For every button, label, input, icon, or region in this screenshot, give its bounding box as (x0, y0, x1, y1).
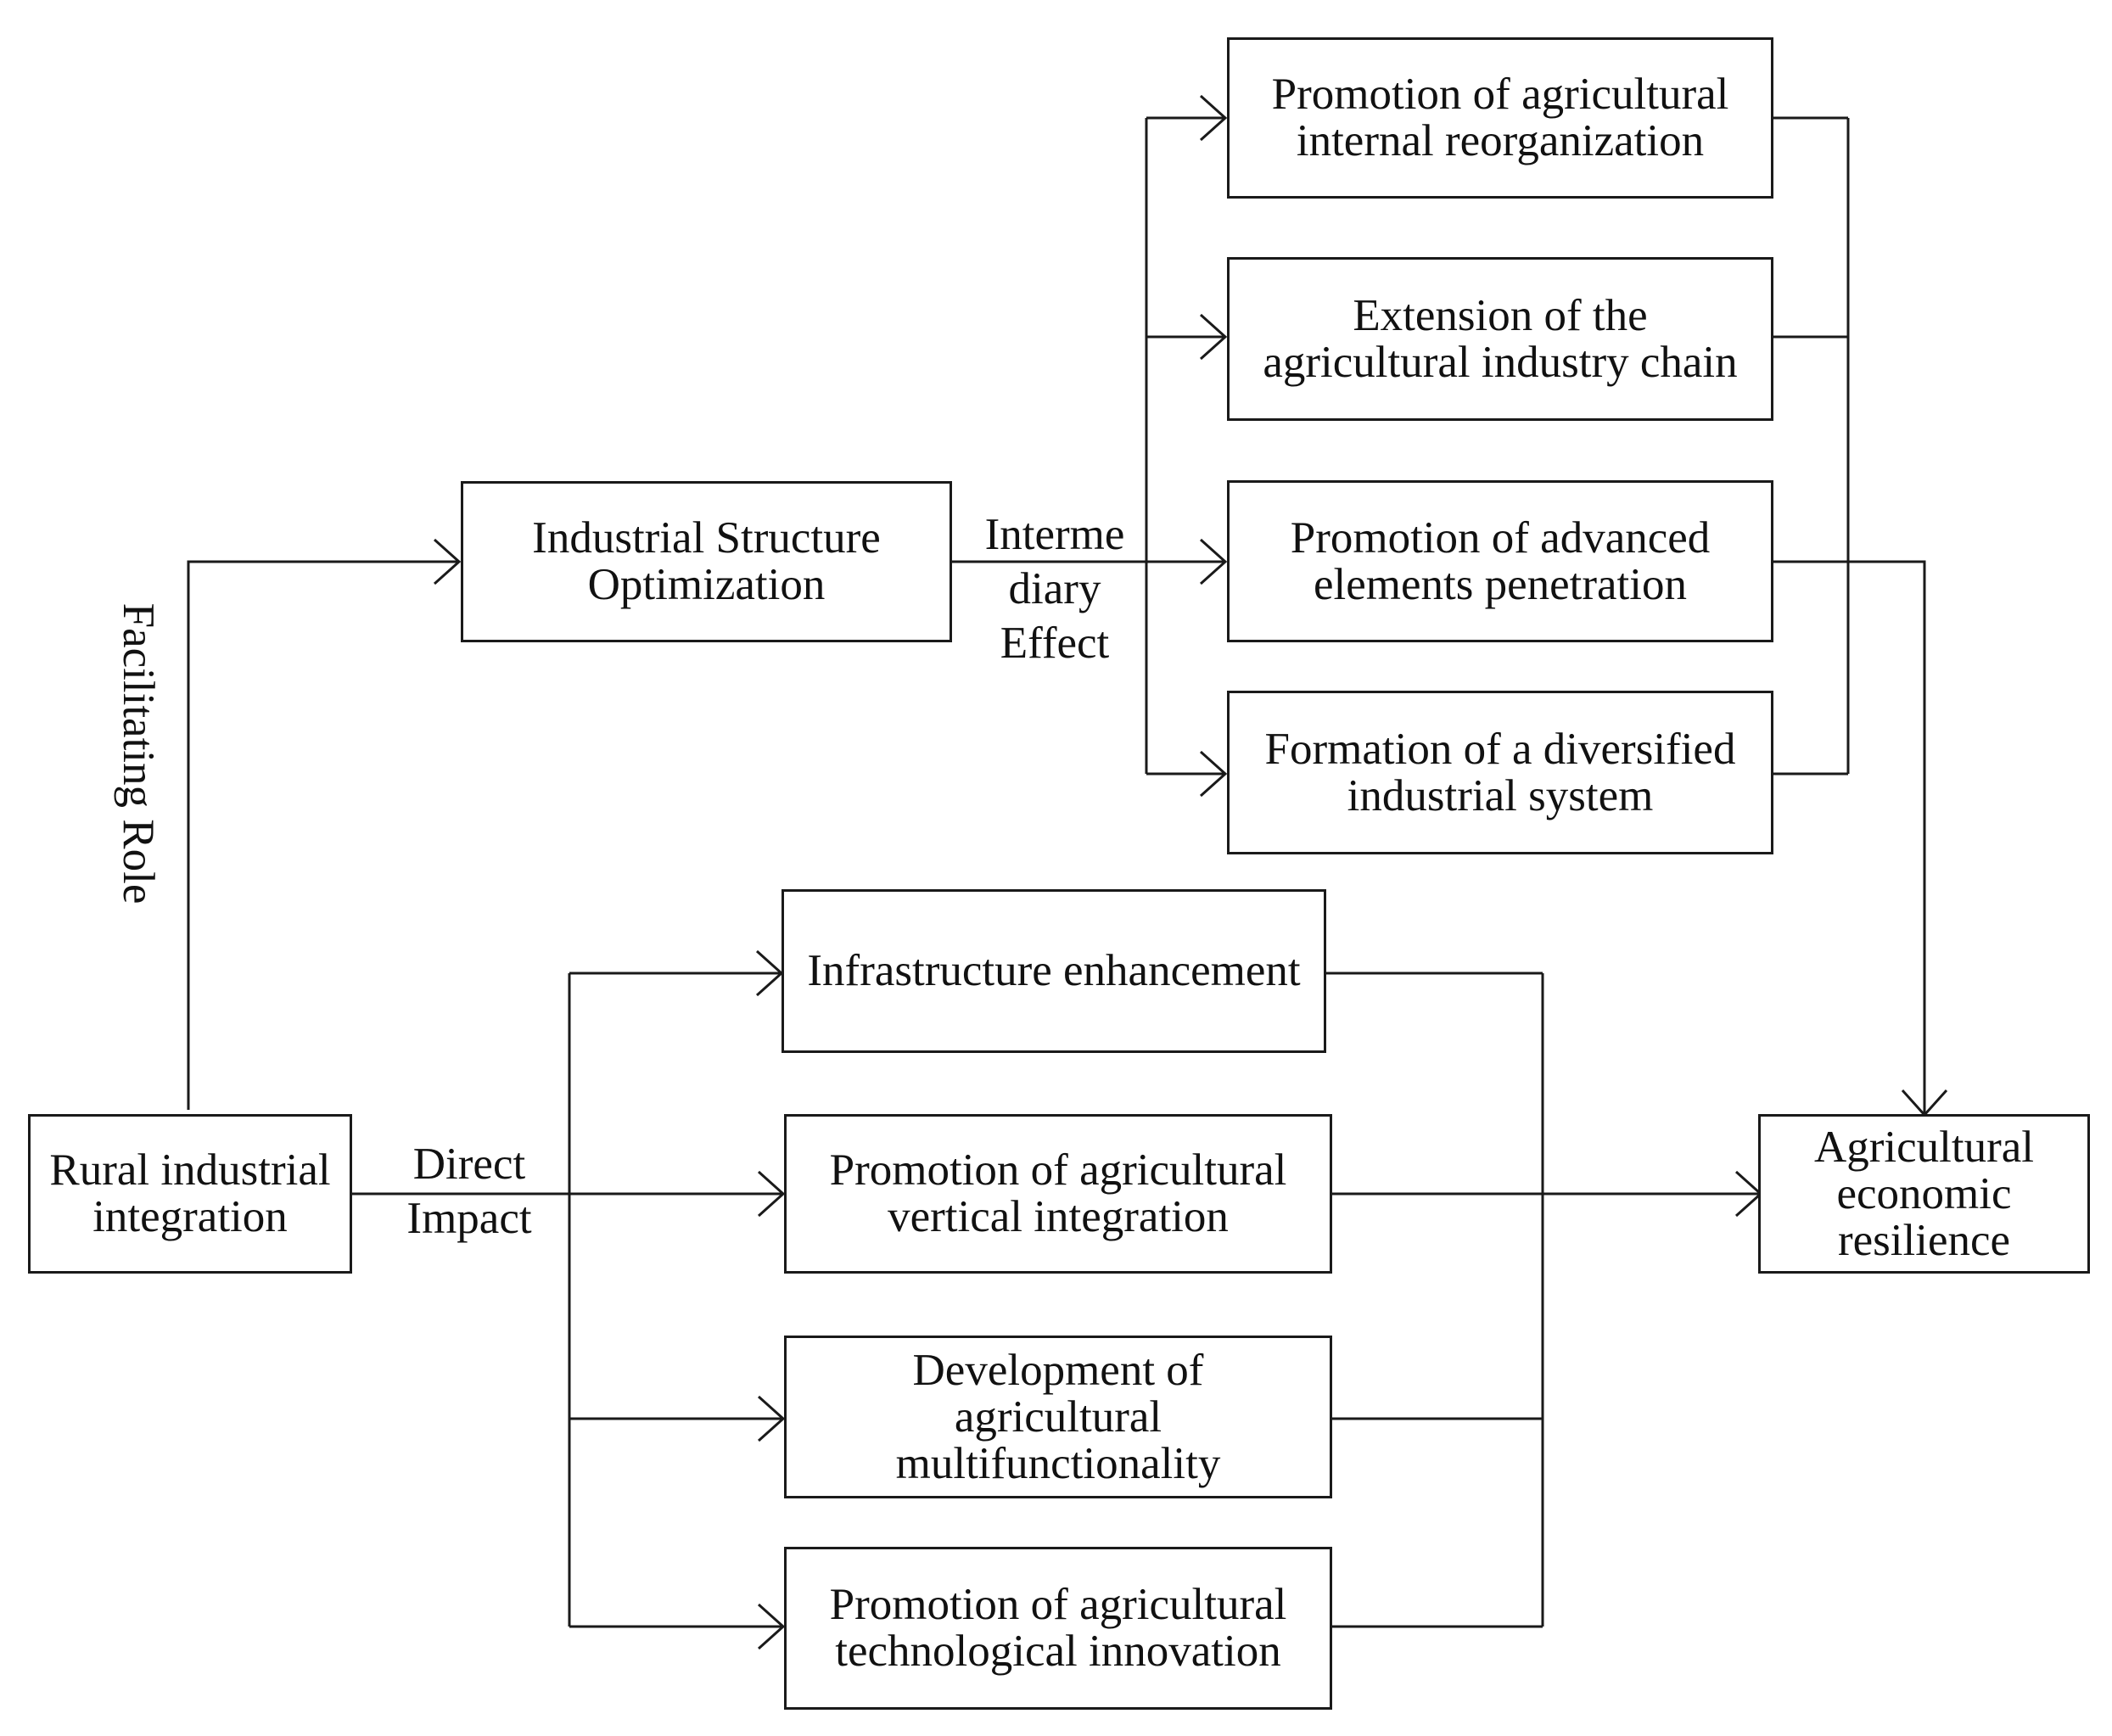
arrowhead-diversified (1199, 750, 1228, 798)
connector-facilitating (187, 560, 458, 1110)
connector-penetration-to-resilience (1773, 560, 1926, 1114)
node-rural-industrial-integration: Rural industrial integration (28, 1114, 352, 1274)
node-multifunctionality: Development of agricultural multifunctio… (784, 1336, 1332, 1498)
node-penetration-label: Promotion of advanced elements penetrati… (1290, 512, 1711, 609)
edge-label-facilitating-role: Facilitating Role (114, 602, 163, 904)
arrowhead-vertical (757, 1170, 786, 1218)
edge-label-direct-impact: Direct Impact (406, 1140, 532, 1243)
node-advanced-elements-penetration: Promotion of advanced elements penetrati… (1227, 480, 1773, 642)
arrowhead-tech (757, 1603, 786, 1650)
node-infra-label: Infrastructure enhancement (807, 946, 1301, 995)
node-reorg-label: Promotion of agricultural internal reorg… (1271, 70, 1729, 165)
node-iso-label: Industrial Structure Optimization (532, 513, 881, 609)
node-vertical-integration: Promotion of agricultural vertical integ… (784, 1114, 1332, 1274)
node-chain-label: Extension of the agricultural industry c… (1263, 290, 1738, 387)
node-rural-label: Rural industrial integration (49, 1145, 331, 1241)
arrowhead-reorg (1199, 94, 1228, 142)
node-diversified-label: Formation of a diversified industrial sy… (1264, 724, 1736, 820)
node-resilience-label: Agricultural economic resilience (1813, 1122, 2035, 1265)
node-multifunc-label: Development of agricultural multifunctio… (895, 1345, 1221, 1488)
arrowhead-chain (1199, 313, 1228, 361)
node-agricultural-economic-resilience: Agricultural economic resilience (1758, 1114, 2090, 1274)
node-industry-chain-extension: Extension of the agricultural industry c… (1227, 257, 1773, 421)
node-infrastructure-enhancement: Infrastructure enhancement (781, 889, 1326, 1053)
edge-label-intermediary-effect: Interme diary Effect (984, 510, 1125, 668)
node-technological-innovation: Promotion of agricultural technological … (784, 1547, 1332, 1710)
node-tech-label: Promotion of agricultural technological … (829, 1580, 1287, 1676)
node-diversified-industrial-system: Formation of a diversified industrial sy… (1227, 691, 1773, 854)
arrowhead-multifunc (757, 1395, 786, 1442)
node-vertical-label: Promotion of agricultural vertical integ… (829, 1145, 1287, 1241)
node-industrial-structure-optimization: Industrial Structure Optimization (461, 481, 952, 642)
arrowhead-penetration (1199, 538, 1228, 585)
node-internal-reorganization: Promotion of agricultural internal reorg… (1227, 37, 1773, 199)
arrowhead-iso (433, 538, 462, 585)
